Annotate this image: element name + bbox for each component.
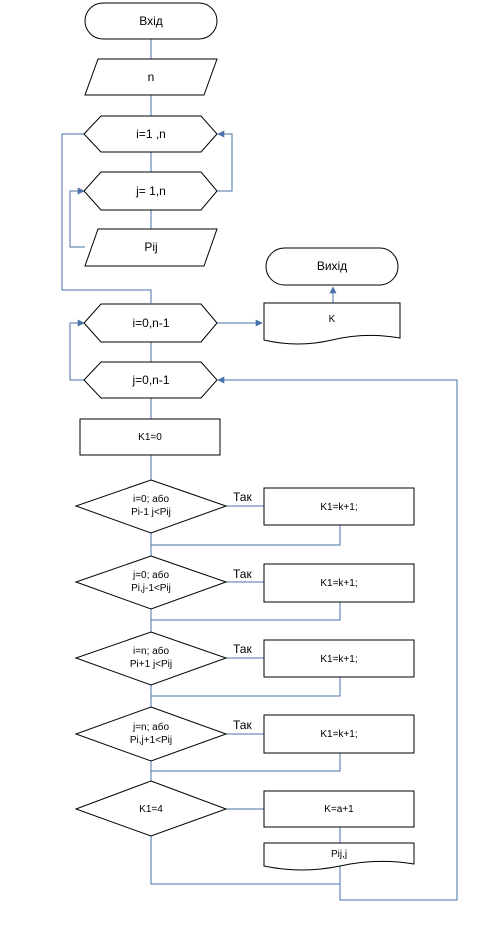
action-3: K1=k+1;: [263, 639, 415, 678]
end-terminal: Вихід: [265, 247, 399, 286]
action-4: K1=k+1;: [263, 714, 415, 754]
end-label: Вихід: [317, 259, 347, 273]
loop-i-input: i=1 ,n: [83, 115, 218, 153]
action-2: K1=k+1;: [263, 563, 415, 603]
decision-2-yes-label: Так: [233, 567, 252, 581]
decision-3-line1: i=n; або: [133, 645, 169, 657]
input-n: n: [84, 58, 218, 96]
loop-i-main: i=0,n-1: [83, 303, 218, 343]
decision-3-yes-label: Так: [233, 642, 252, 656]
input-pij: Pij: [84, 228, 218, 267]
loop-j-main-label: j=0,n-1: [131, 373, 169, 387]
decision-1: i=0; або Pi-1 j<Pij Так: [74, 479, 252, 534]
decision-4: j=n; або Pi,j+1<Pij Так: [74, 706, 252, 762]
action-1-label: K1=k+1;: [320, 502, 357, 513]
k1-init-label: K1=0: [138, 432, 162, 443]
decision-2-line1: j=0; або: [132, 569, 169, 581]
input-n-label: n: [148, 70, 155, 84]
k1-init-process: K1=0: [79, 418, 221, 456]
decision-3: i=n; або Pi+1 j<Pij Так: [74, 631, 252, 686]
loop-j-input: j= 1,n: [83, 171, 218, 211]
action-3-label: K1=k+1;: [320, 654, 357, 665]
decision-final: K1=4: [74, 780, 228, 837]
start-label: Вхід: [139, 14, 163, 28]
action-1: K1=k+1;: [263, 487, 415, 526]
loop-i-main-label: i=0,n-1: [132, 316, 169, 330]
decision-2-line2: Pi,j-1<Pij: [131, 583, 171, 594]
decision-2: j=0; або Pi,j-1<Pij Так: [74, 555, 252, 610]
loop-j-main: j=0,n-1: [83, 361, 218, 399]
k-increment-process: K=a+1: [263, 790, 415, 828]
output-k: K: [263, 302, 401, 345]
input-pij-label: Pij: [144, 240, 157, 254]
decision-1-line1: i=0; або: [133, 493, 169, 505]
decision-4-line2: Pi,j+1<Pij: [130, 735, 172, 746]
connectors: [61, 39, 458, 901]
action-4-label: K1=k+1;: [320, 729, 357, 740]
action-2-label: K1=k+1;: [320, 578, 357, 589]
decision-4-line1: j=n; або: [132, 721, 169, 733]
decision-final-label: K1=4: [139, 804, 163, 815]
decision-1-line2: Pi-1 j<Pij: [131, 507, 171, 518]
loop-i-input-label: i=1 ,n: [136, 127, 166, 141]
k-increment-label: K=a+1: [324, 804, 354, 815]
decision-4-yes-label: Так: [233, 718, 252, 732]
start-terminal: Вхід: [84, 2, 218, 40]
output-pij-label: Pij,j: [331, 849, 347, 860]
output-pij: Pij,j: [263, 842, 415, 871]
loop-j-input-label: j= 1,n: [135, 184, 166, 198]
decision-3-line2: Pi+1 j<Pij: [130, 659, 172, 670]
output-k-label: K: [329, 314, 336, 325]
decision-1-yes-label: Так: [233, 490, 252, 504]
